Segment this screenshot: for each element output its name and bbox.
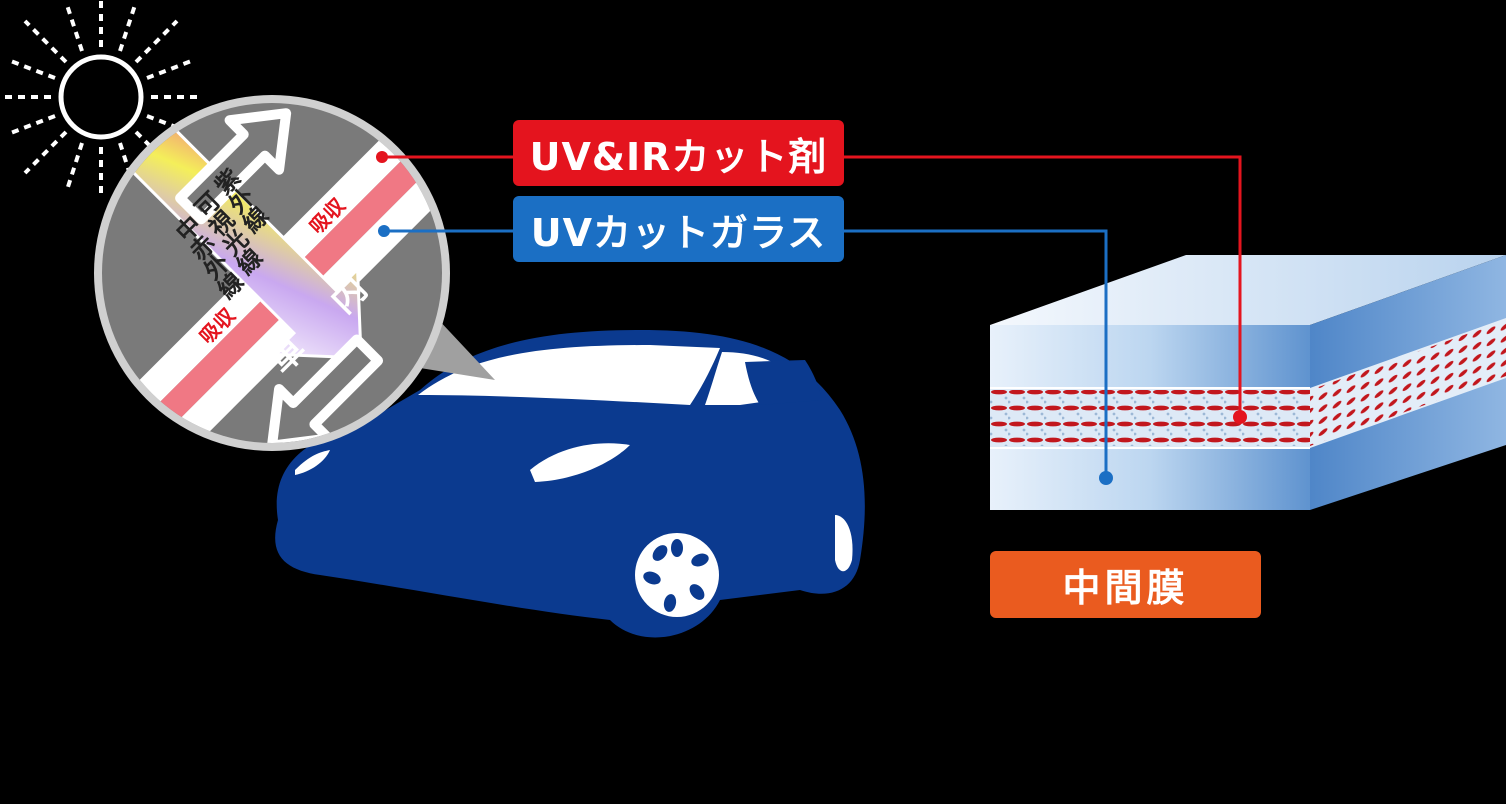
interlayer-film-label: 中間膜 [990,551,1261,618]
magnifier-callout: 中 赤 外 線 可 視 光 線 紫 外 線 吸収 吸収 車 内 [94,95,495,451]
uv-glass-connector [386,229,1108,478]
uv-glass-dot-magnifier [378,225,390,237]
uv-ir-dot-magnifier [376,151,388,163]
uv-ir-cut-agent-label: UV&IRカット剤 [513,120,844,186]
car-illustration [275,330,865,638]
uv-glass-dot-glass [1099,471,1113,485]
uv-ir-dot-glass [1233,410,1247,424]
laminated-glass-illustration [990,255,1506,510]
uv-cut-glass-label: UVカットガラス [513,196,844,262]
uv-ir-connector [384,155,1242,417]
